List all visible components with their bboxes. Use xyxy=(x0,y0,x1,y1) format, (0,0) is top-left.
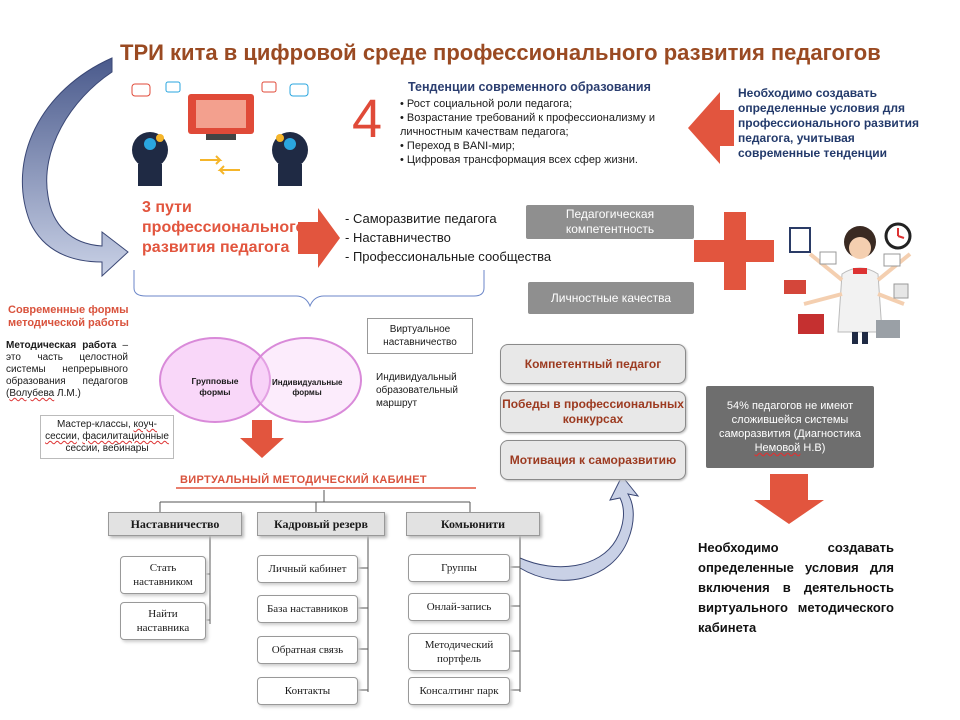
individual-route-text: Индивидуальный образовательный маршрут xyxy=(376,372,458,409)
comma-text: , xyxy=(76,431,83,442)
trend-item: Возрастание требований к профессионализм… xyxy=(400,111,690,139)
venn-individual-circle xyxy=(250,337,362,423)
brace-under-paths xyxy=(133,270,485,308)
red-arrow-left xyxy=(688,92,734,164)
red-arrow-right xyxy=(298,208,340,268)
definition-author: Волубева xyxy=(9,388,55,399)
outcome-contest-wins: Победы в профессиональных конкурсах xyxy=(500,391,686,433)
stat-author-rest: Н.В) xyxy=(800,442,826,454)
leaf-become-mentor: Стать наставником xyxy=(120,556,206,594)
venn-group-circle xyxy=(159,337,271,423)
modern-forms-title: Современные формы методической работы xyxy=(8,304,129,329)
path-item: Профессиональные сообщества xyxy=(345,247,551,266)
need-cabinet-text: Необходимо создавать определенные услови… xyxy=(698,540,894,635)
virtual-mentoring-box: Виртуальное наставничество xyxy=(367,318,473,354)
venn-individual-label: Индивидуальные формы xyxy=(272,378,343,397)
two-heads-illustration xyxy=(131,81,309,186)
path-item: Наставничество xyxy=(345,228,551,247)
paths-title: 3 пути профессионального развития педаго… xyxy=(142,199,306,256)
methodical-work-term: Методическая работа xyxy=(6,340,117,351)
webinars-text: сессии, вебинары xyxy=(65,443,149,454)
master-classes-box: Мастер-классы, коуч-сессии, фасилитацион… xyxy=(40,415,174,459)
curved-arrow-left xyxy=(21,57,129,278)
coach-sessions-text: коуч-сессии xyxy=(45,419,158,442)
leaf-groups: Группы xyxy=(408,554,510,582)
cabinet-title: ВИРТУАЛЬНЫЙ МЕТОДИЧЕСКИЙ КАБИНЕТ xyxy=(180,474,427,486)
leaf-online-booking: Онлай-запись xyxy=(408,593,510,621)
red-arrow-down-right xyxy=(754,474,824,524)
path-item: Саморазвитие педагога xyxy=(345,209,551,228)
leaf-consulting-park: Консалтинг парк xyxy=(408,677,510,705)
category-mentoring: Наставничество xyxy=(108,512,242,536)
trend-item: Рост социальной роли педагога; xyxy=(400,97,690,111)
definition-author-rest: Л.М.) xyxy=(54,388,81,399)
category-community: Комьюнити xyxy=(406,512,540,536)
trend-item: Цифровая трансформация всех сфер жизни. xyxy=(400,153,690,167)
trends-list: Рост социальной роли педагога; Возрастан… xyxy=(400,97,690,167)
red-plus xyxy=(694,212,774,290)
leaf-personal-cabinet: Личный кабинет xyxy=(257,555,358,583)
trends-number: 4 xyxy=(352,89,383,149)
methodical-work-definition: Методическая работа – это часть целостно… xyxy=(6,340,128,400)
leaf-contacts: Контакты xyxy=(257,677,358,705)
stat-box: 54% педагогов не имеют сложившейся систе… xyxy=(706,386,874,468)
pedagogical-competence-box: Педагогическая компетентность xyxy=(526,205,694,239)
tree-lines xyxy=(159,490,521,692)
paths-list: Саморазвитие педагога Наставничество Про… xyxy=(345,209,551,266)
red-arrow-down-venn xyxy=(240,420,284,458)
outcome-self-motivation: Мотивация к саморазвитию xyxy=(500,440,686,480)
leaf-find-mentor: Найти наставника xyxy=(120,602,206,640)
leaf-mentor-base: База наставников xyxy=(257,595,358,623)
venn-group-label: Групповые формы xyxy=(191,376,239,397)
definition-text: – это часть целостной системы непрерывно… xyxy=(6,340,129,399)
personal-qualities-box: Личностные качества xyxy=(528,282,694,314)
leaf-method-portfolio: Методический портфель xyxy=(408,633,510,671)
stat-text: 54% педагогов не имеют сложившейся систе… xyxy=(718,400,862,440)
trend-item: Переход в BANI-мир; xyxy=(400,139,690,153)
page-title: ТРИ кита в цифровой среде профессиональн… xyxy=(120,40,881,65)
need-conditions-text: Необходимо создавать определенные услови… xyxy=(738,86,919,160)
master-classes-text: Мастер-классы, xyxy=(56,419,134,430)
trends-heading: Тенденции современного образования xyxy=(408,80,651,94)
leaf-feedback: Обратная связь xyxy=(257,636,358,664)
teacher-illustration xyxy=(784,222,912,344)
category-reserve: Кадровый резерв xyxy=(257,512,385,536)
facilitation-text: фасилитационные xyxy=(82,431,169,442)
outcome-competent-teacher: Компетентный педагог xyxy=(500,344,686,384)
stat-author: Немовой xyxy=(754,442,801,454)
